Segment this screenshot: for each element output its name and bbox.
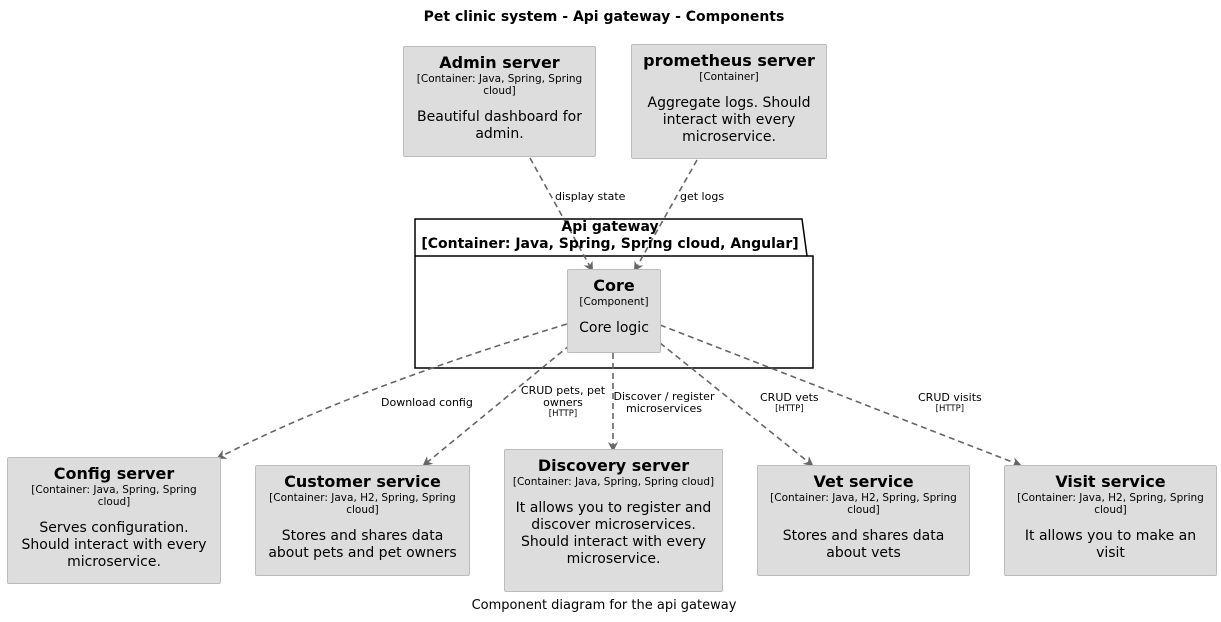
node-name: Visit service [1055, 472, 1166, 491]
config-server-node[interactable]: Config server [Container: Java, Spring, … [7, 457, 221, 584]
node-tech: [Container: Java, H2, Spring, Spring clo… [1017, 492, 1204, 516]
node-tech: [Container: Java, H2, Spring, Spring clo… [269, 492, 456, 516]
node-tech: [Container: Java, H2, Spring, Spring clo… [770, 492, 957, 516]
discovery-server-node[interactable]: Discovery server [Container: Java, Sprin… [504, 449, 723, 592]
visit-service-node[interactable]: Visit service [Container: Java, H2, Spri… [1004, 465, 1217, 576]
edge-label-crud-visits: CRUD visits [HTTP] [918, 391, 982, 415]
edge-label-text: Download config [381, 396, 473, 409]
edge-label-display-state: display state [555, 191, 625, 203]
node-desc: It allows you to register and discover m… [515, 500, 712, 567]
boundary-tech: [Container: Java, Spring, Spring cloud, … [421, 236, 799, 252]
node-tech: [Container] [699, 71, 759, 83]
customer-service-node[interactable]: Customer service [Container: Java, H2, S… [255, 465, 470, 576]
node-tech: [Container: Java, Spring, Spring cloud] [31, 484, 197, 508]
node-tech: [Container: Java, Spring, Spring cloud] [416, 73, 583, 97]
node-name: Admin server [439, 53, 560, 72]
edge-label-discover-register: Discover / register microservices [613, 391, 715, 415]
edge-label-text: display state [555, 190, 626, 203]
edge-label-crud-vets: CRUD vets [HTTP] [760, 391, 819, 415]
edge-label-text: CRUD pets, pet owners [520, 384, 606, 409]
edge-label-crud-pets: CRUD pets, pet owners [HTTP] [519, 384, 607, 420]
edge-prometheus-to-core [634, 159, 698, 272]
edge-label-tech: [HTTP] [775, 404, 804, 414]
node-name: Customer service [284, 472, 441, 491]
node-desc: It allows you to make an visit [1024, 528, 1197, 561]
edge-label-download-config: Download config [381, 397, 473, 409]
api-gateway-boundary-label: Api gateway [Container: Java, Spring, Sp… [414, 219, 806, 253]
node-desc: Serves configuration. Should interact wi… [21, 520, 207, 570]
boundary-name: Api gateway [561, 219, 659, 235]
edge-label-text: get logs [680, 190, 725, 203]
edge-label-tech: [HTTP] [935, 404, 965, 414]
edge-admin-to-core [529, 157, 593, 272]
edge-core-to-config [216, 323, 568, 459]
node-name: Core [593, 276, 635, 295]
edge-label-text: CRUD vets [760, 391, 819, 404]
node-name: Config server [53, 464, 175, 483]
diagram-title: Pet clinic system - Api gateway - Compon… [423, 9, 785, 25]
prometheus-server-node[interactable]: prometheus server [Container] Aggregate … [631, 44, 827, 159]
edge-label-tech: [HTTP] [548, 409, 578, 419]
edge-core-to-visit [659, 324, 1022, 467]
node-desc: Core logic [579, 320, 649, 336]
node-desc: Beautiful dashboard for admin. [417, 109, 582, 142]
edge-label-text: Discover / register microservices [613, 390, 715, 415]
node-desc: Stores and shares data about pets and pe… [268, 528, 457, 561]
node-name: prometheus server [643, 51, 815, 70]
node-tech: [Container: Java, Spring, Spring cloud] [512, 476, 715, 488]
node-tech: [Component] [579, 296, 649, 308]
admin-server-node[interactable]: Admin server [Container: Java, Spring, S… [403, 46, 596, 157]
edge-label-get-logs: get logs [680, 191, 724, 203]
edge-label-text: CRUD visits [918, 391, 982, 404]
node-name: Discovery server [537, 456, 690, 475]
node-name: Vet service [813, 472, 914, 491]
edge-core-to-customer [422, 344, 571, 467]
vet-service-node[interactable]: Vet service [Container: Java, H2, Spring… [757, 465, 970, 576]
node-desc: Aggregate logs. Should interact with eve… [647, 95, 811, 145]
diagram-caption: Component diagram for the api gateway [471, 598, 737, 613]
node-desc: Stores and shares data about vets [782, 528, 945, 561]
edge-core-to-vet [659, 342, 814, 467]
core-node[interactable]: Core [Component] Core logic [567, 269, 661, 353]
